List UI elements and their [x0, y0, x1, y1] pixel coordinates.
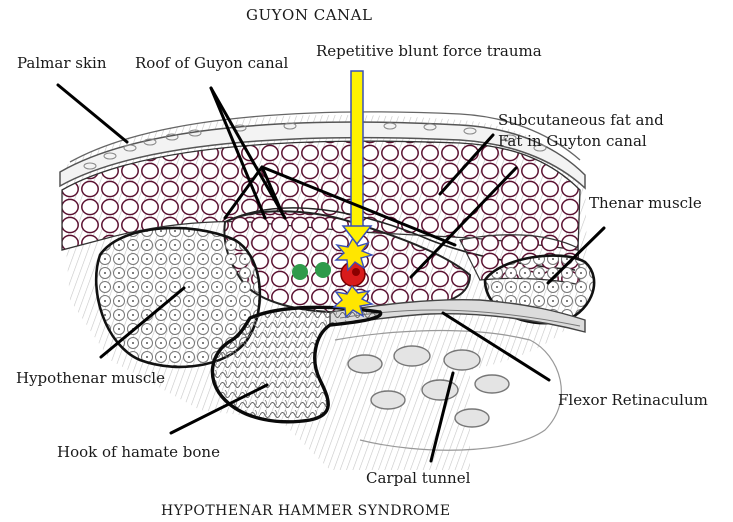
ulnar-nerve: [292, 264, 308, 280]
diagram-title: GUYON CANAL: [246, 7, 372, 24]
label-carpal-tunnel: Carpal tunnel: [366, 470, 470, 487]
label-hypothenar-muscle: Hypothenar muscle: [16, 370, 165, 387]
label-roof-of-guyon-canal: Roof of Guyon canal: [135, 55, 288, 72]
label-hook-of-hamate: Hook of hamate bone: [57, 444, 220, 461]
diagram-footer: HYPOTHENAR HAMMER SYNDROME: [161, 503, 451, 520]
label-flexor-retinaculum: Flexor Retinaculum: [558, 392, 708, 409]
label-repetitive-trauma: Repetitive blunt force trauma: [316, 43, 542, 60]
label-palmar-skin: Palmar skin: [17, 55, 107, 72]
label-thenar-muscle: Thenar muscle: [589, 195, 702, 212]
ulnar-nerve: [315, 262, 331, 278]
label-subcutaneous-fat: Subcutaneous fat and Fat in Guyton canal: [498, 110, 664, 152]
